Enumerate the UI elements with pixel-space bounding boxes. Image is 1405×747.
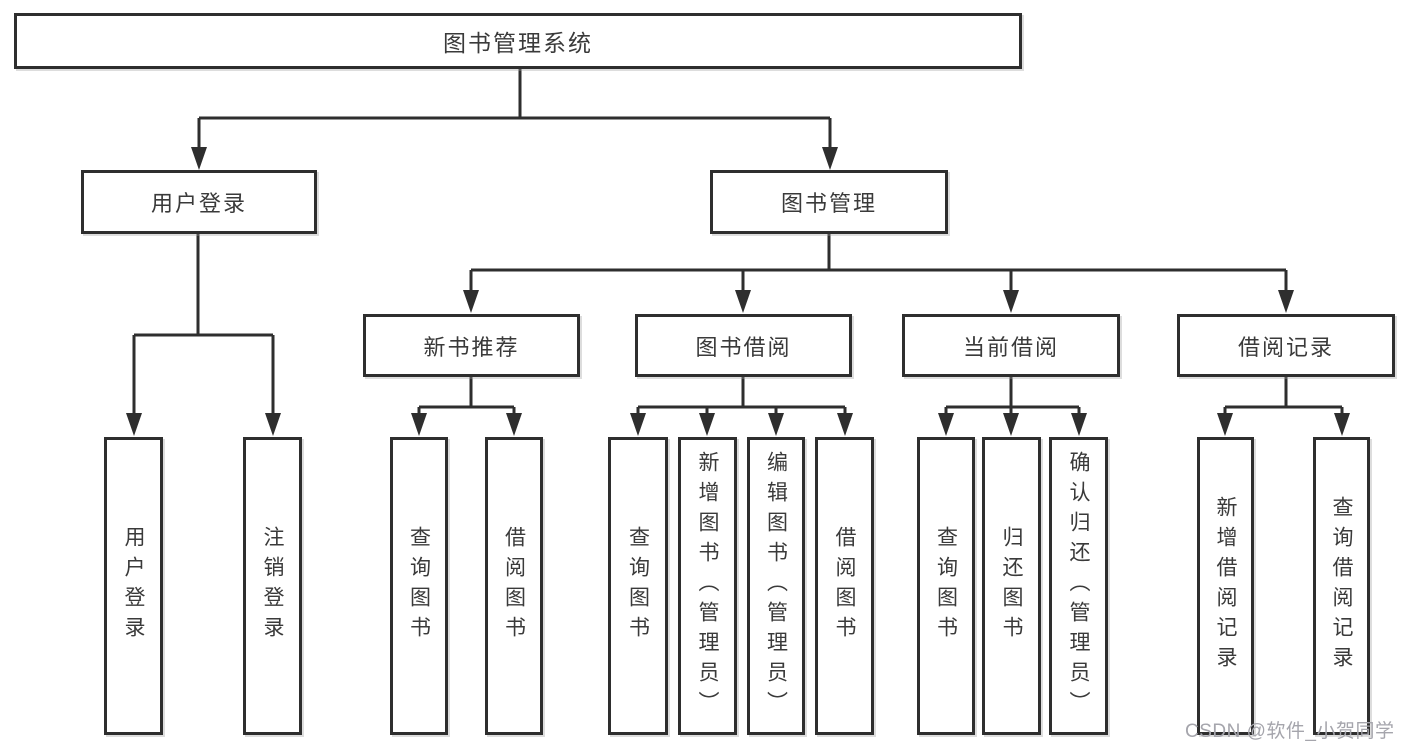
- node-label: 图书借阅: [695, 334, 792, 360]
- node-label: 查询图书: [626, 526, 650, 646]
- node-label: 图书管理: [780, 191, 877, 216]
- node-label: 新书推荐: [423, 334, 520, 360]
- csdn-watermark: CSDN @软件_小贺同学: [1185, 721, 1395, 742]
- node-label: 新增借阅记录: [1214, 496, 1237, 676]
- leaf-confirm-return-admin: 确认归还（管理员）: [1049, 437, 1108, 735]
- node-label: 查询借阅记录: [1330, 496, 1353, 676]
- leaf-logout: 注销登录: [243, 437, 302, 735]
- leaf-add-borrow-record: 新增借阅记录: [1197, 437, 1254, 735]
- node-label: 新增图书（管理员）: [696, 451, 719, 721]
- leaf-borrow-books: 借阅图书: [815, 437, 874, 735]
- node-user-login: 用户登录: [81, 170, 317, 234]
- node-label: 当前借阅: [962, 334, 1059, 360]
- leaf-borrow-books-recommend: 借阅图书: [485, 437, 543, 735]
- node-label: 图书管理系统: [443, 30, 593, 56]
- node-label: 借阅记录: [1237, 334, 1334, 360]
- node-new-book-recommendation: 新书推荐: [363, 314, 580, 377]
- leaf-query-books-borrow: 查询图书: [608, 437, 668, 735]
- arrowheads: [126, 147, 1350, 436]
- node-book-borrowing: 图书借阅: [635, 314, 852, 377]
- node-label: 借阅图书: [502, 526, 526, 646]
- node-label: 借阅图书: [833, 526, 856, 646]
- leaf-user-login: 用户登录: [104, 437, 163, 735]
- node-label: 查询图书: [407, 526, 431, 646]
- node-label: 注销登录: [261, 526, 284, 646]
- node-label: 确认归还（管理员）: [1067, 451, 1090, 721]
- node-label: 归还图书: [1000, 526, 1023, 646]
- node-borrowing-records: 借阅记录: [1177, 314, 1395, 377]
- node-library-system: 图书管理系统: [14, 13, 1022, 69]
- leaf-query-borrow-record: 查询借阅记录: [1313, 437, 1370, 735]
- leaf-edit-books-admin: 编辑图书（管理员）: [747, 437, 805, 735]
- node-label: 用户登录: [122, 526, 145, 646]
- leaf-add-books-admin: 新增图书（管理员）: [678, 437, 737, 735]
- leaf-query-books-current: 查询图书: [917, 437, 975, 735]
- node-label: 用户登录: [150, 191, 247, 216]
- node-book-management: 图书管理: [710, 170, 948, 234]
- node-label: 编辑图书（管理员）: [764, 451, 788, 721]
- node-label: 查询图书: [934, 526, 958, 646]
- leaf-return-books: 归还图书: [982, 437, 1041, 735]
- node-current-borrowing: 当前借阅: [902, 314, 1120, 377]
- leaf-query-books-recommend: 查询图书: [390, 437, 448, 735]
